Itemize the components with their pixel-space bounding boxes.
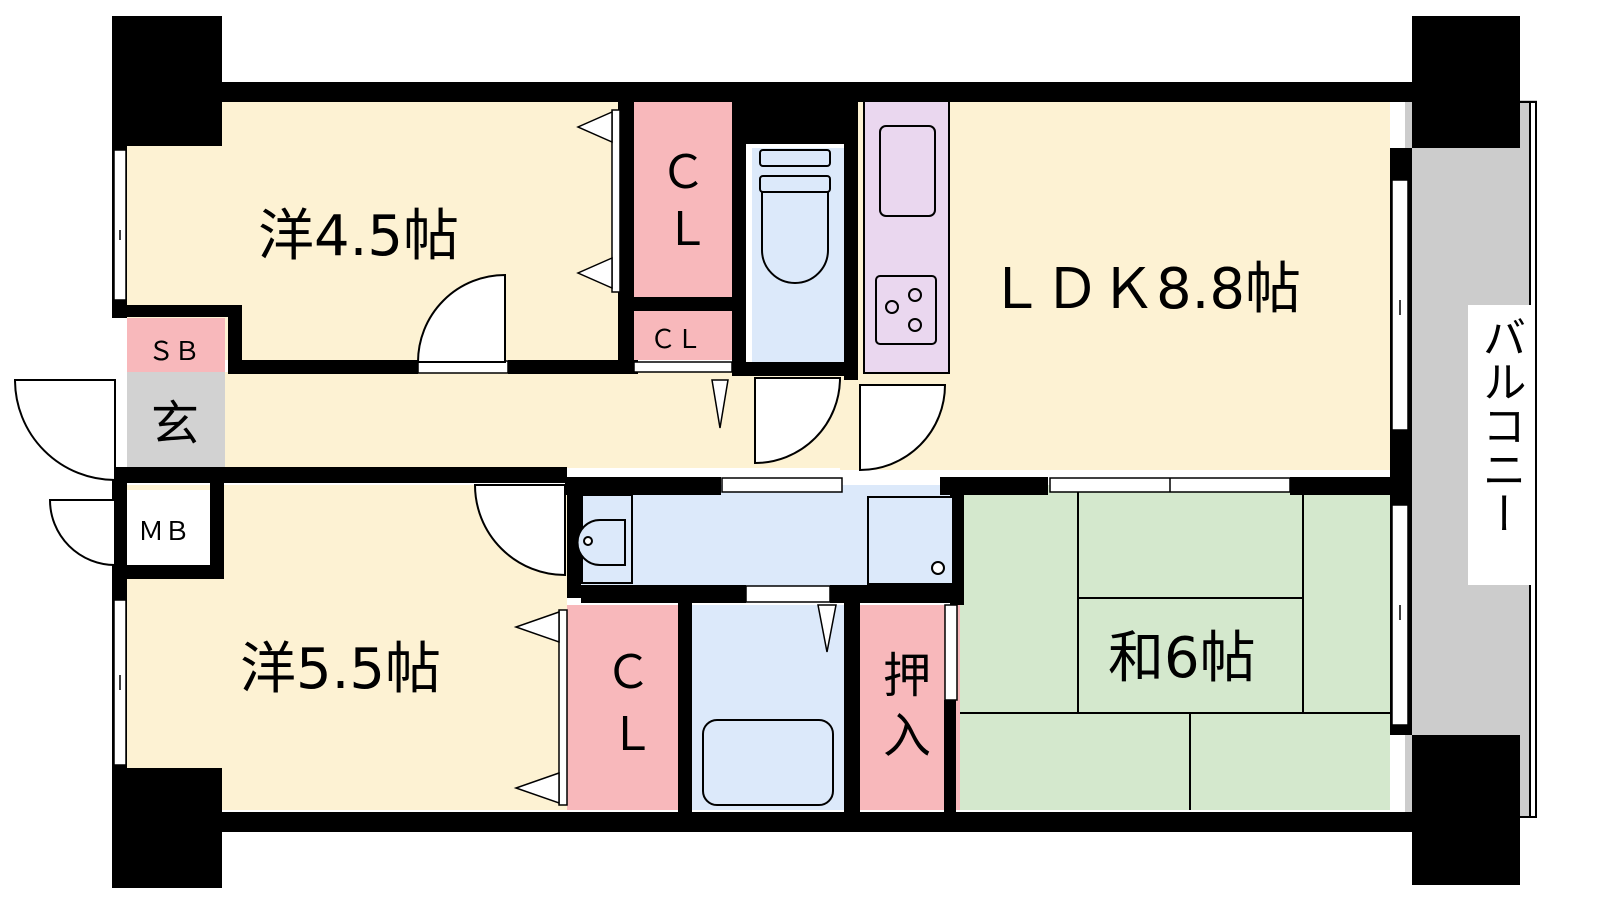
- label-western-lower: 洋5.5帖: [240, 637, 441, 702]
- fixtures: [576, 97, 954, 806]
- label-meter-box: ＭＢ: [138, 517, 190, 547]
- label-closet-upper-2: Ｌ: [664, 202, 710, 256]
- burner-1: [885, 300, 899, 314]
- toilet-seat-top: [759, 175, 831, 193]
- entrance-area: [127, 372, 225, 468]
- closet-small: [622, 310, 732, 360]
- meter-box: [127, 490, 222, 565]
- closet-lower: [567, 605, 679, 810]
- kitchen-stove: [875, 275, 937, 345]
- burner-2: [908, 288, 922, 302]
- washbasin-faucet: [583, 536, 593, 546]
- mb-door: [48, 499, 116, 567]
- label-shoe-box: ＳＢ: [148, 337, 200, 367]
- window-left-upper: [113, 149, 127, 301]
- room-japanese: [960, 485, 1390, 810]
- walls: [112, 16, 1520, 888]
- balcony-label-bg: [1468, 305, 1534, 585]
- label-closet-upper-1: Ｃ: [660, 145, 706, 199]
- washer-drain: [931, 561, 945, 575]
- closet-upper: [622, 98, 732, 298]
- label-closet-lower-1: Ｃ: [605, 645, 651, 699]
- doors: [13, 273, 947, 577]
- bathtub: [702, 719, 834, 806]
- shoe-box: [127, 318, 225, 372]
- washbasin-bowl: [576, 519, 626, 566]
- window-washroom-top: [721, 477, 843, 493]
- toilet-tank: [759, 149, 831, 167]
- ldk-door: [859, 384, 947, 472]
- label-closet-small: ＣＬ: [650, 325, 702, 355]
- oshiire-closet: [860, 605, 960, 810]
- label-western-upper: 洋4.5帖: [258, 204, 459, 269]
- western-lower-door: [473, 484, 566, 577]
- tatami-lines: [960, 485, 1390, 810]
- label-ldk: ＬＤＫ8.8帖: [988, 257, 1301, 322]
- label-oshiire-1: 押: [883, 648, 931, 704]
- folding-doors: [513, 109, 837, 806]
- label-japanese: 和6帖: [1108, 626, 1256, 691]
- western-upper-door: [416, 273, 506, 363]
- washer-space: [867, 496, 954, 585]
- windows: [113, 149, 1409, 766]
- kitchen-sink: [879, 125, 936, 217]
- entrance-door: [13, 379, 116, 482]
- window-bath: [745, 585, 831, 603]
- burner-3: [908, 318, 922, 332]
- window-oshiire: [944, 604, 958, 701]
- label-closet-lower-2: Ｌ: [609, 707, 655, 761]
- label-entrance: 玄: [151, 396, 199, 452]
- toilet-door: [754, 377, 842, 465]
- label-oshiire-2: 入: [883, 708, 931, 764]
- label-balcony: バルコニー: [1475, 315, 1526, 535]
- labels: 洋4.5帖 ＬＤＫ8.8帖 洋5.5帖 和6帖 玄 ＳＢ ＭＢ Ｃ Ｌ ＣＬ Ｃ…: [138, 145, 1534, 764]
- corridor: [225, 372, 845, 468]
- toilet-bowl: [761, 191, 829, 284]
